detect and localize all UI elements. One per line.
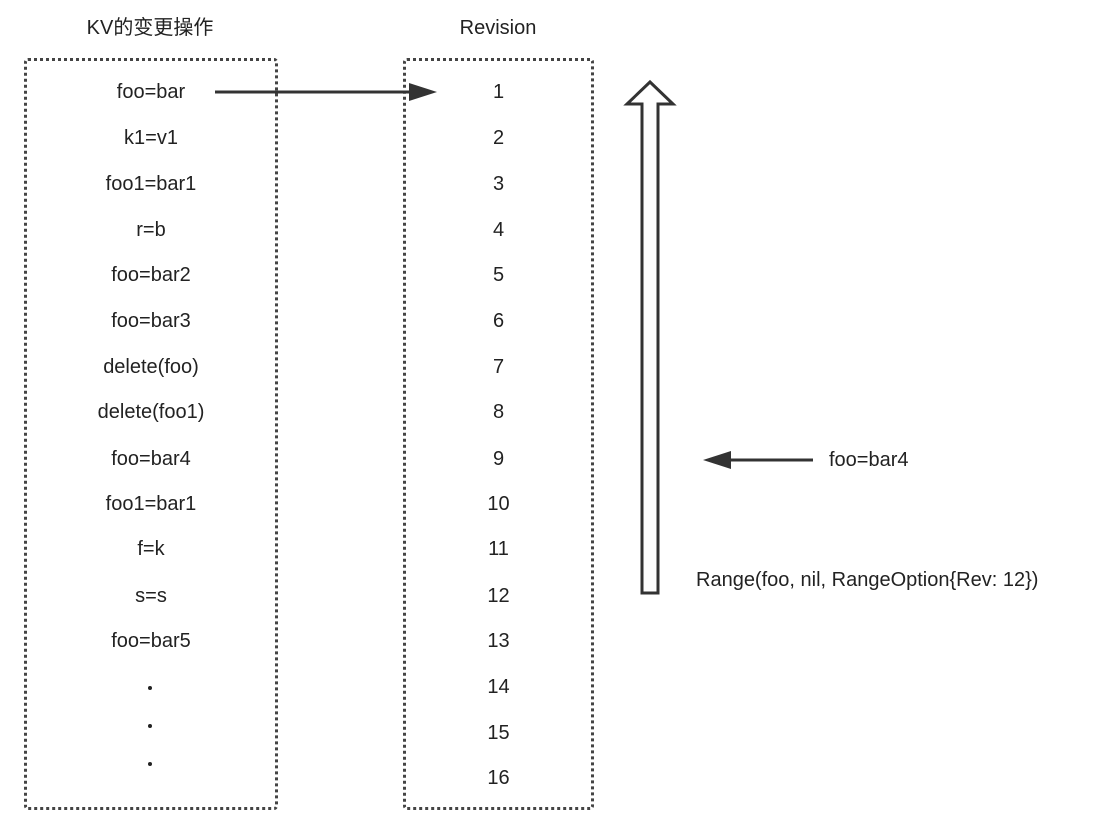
operation-item: foo1=bar1 bbox=[105, 493, 197, 515]
ellipsis-dot bbox=[148, 762, 152, 766]
operation-item: k1=v1 bbox=[124, 127, 178, 149]
operation-item: delete(foo) bbox=[103, 356, 199, 378]
revision-item: 13 bbox=[487, 630, 510, 652]
revision-item: 4 bbox=[492, 219, 505, 241]
operations-box bbox=[24, 58, 278, 810]
operation-item: foo=bar2 bbox=[111, 264, 191, 286]
revision-column-title: Revision bbox=[459, 17, 537, 39]
revision-item: 15 bbox=[487, 722, 510, 744]
operation-item: delete(foo1) bbox=[97, 401, 205, 423]
operation-item: foo=bar5 bbox=[111, 630, 191, 652]
revision-box bbox=[403, 58, 594, 810]
revision-item: 6 bbox=[492, 310, 505, 332]
operation-item: f=k bbox=[137, 538, 165, 560]
operation-item: s=s bbox=[135, 585, 167, 607]
revision-item: 9 bbox=[492, 448, 505, 470]
range-query-label: Range(foo, nil, RangeOption{Rev: 12}) bbox=[696, 569, 1039, 591]
revision-item: 14 bbox=[487, 676, 510, 698]
revision-item: 12 bbox=[487, 585, 510, 607]
result-label: foo=bar4 bbox=[829, 449, 909, 471]
operations-column-title: KV的变更操作 bbox=[86, 17, 214, 39]
revision-direction-arrow bbox=[623, 79, 677, 595]
result-arrow bbox=[703, 451, 813, 469]
operation-item: foo1=bar1 bbox=[105, 173, 197, 195]
mapping-arrow bbox=[215, 83, 437, 101]
operation-item: r=b bbox=[136, 219, 166, 241]
operation-item: foo=bar3 bbox=[111, 310, 191, 332]
revision-item: 11 bbox=[488, 538, 509, 560]
operation-item: foo=bar bbox=[116, 81, 186, 103]
operation-item: foo=bar4 bbox=[111, 448, 191, 470]
revision-item: 16 bbox=[487, 767, 510, 789]
revision-item: 2 bbox=[492, 127, 505, 149]
revision-item: 10 bbox=[487, 493, 510, 515]
revision-item: 5 bbox=[492, 264, 505, 286]
revision-item: 3 bbox=[492, 173, 505, 195]
ellipsis-dot bbox=[148, 724, 152, 728]
revision-item: 7 bbox=[492, 356, 505, 378]
revision-item: 1 bbox=[492, 81, 505, 103]
result-arrow-head bbox=[703, 451, 731, 469]
mapping-arrow-head bbox=[409, 83, 437, 101]
revision-item: 8 bbox=[492, 401, 505, 423]
ellipsis-dot bbox=[148, 686, 152, 690]
